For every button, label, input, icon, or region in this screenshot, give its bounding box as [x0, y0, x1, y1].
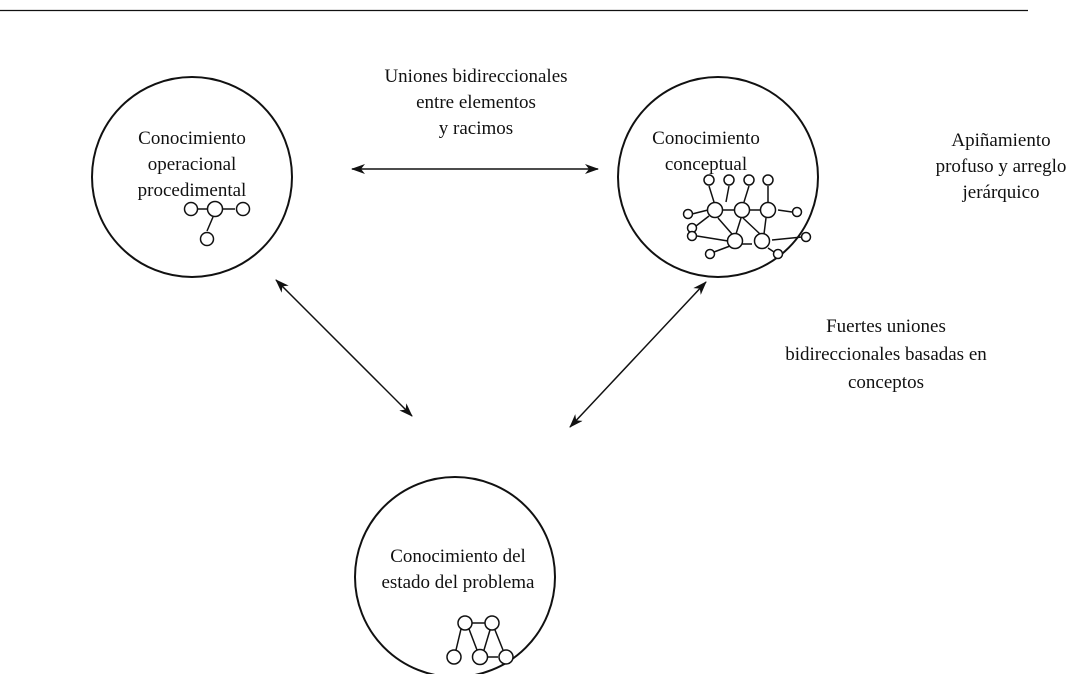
conceptual-network-icon: [682, 174, 812, 260]
circle-procedural: [91, 76, 293, 278]
conceptual-label: Conocimiento conceptual: [652, 128, 760, 175]
right-top-line-2: profuso y arreglo: [936, 156, 1067, 177]
conceptual-label-line-2: conceptual: [665, 154, 747, 175]
top-link-line-2: entre elementos: [416, 92, 536, 113]
conceptual-label-line-1: Conocimiento: [652, 128, 760, 149]
arrow-procedural-problem: [275, 279, 413, 417]
right-mid-line-3: conceptos: [848, 372, 924, 393]
procedural-label: Conocimiento operacional procedimental: [138, 128, 247, 201]
right-mid-line-2: bidireccionales basadas en: [785, 344, 987, 365]
problem-graph-icon: [446, 615, 514, 666]
right-mid-line-1: Fuertes uniones: [826, 316, 946, 337]
top-link-line-1: Uniones bidireccionales: [384, 66, 567, 87]
annotation-top-link: Uniones bidireccionales entre elementos …: [384, 66, 567, 139]
top-link-line-3: y racimos: [439, 118, 513, 139]
problem-label: Conocimiento del estado del problema: [381, 546, 535, 593]
right-top-line-3: jerárquico: [961, 182, 1039, 203]
procedural-label-line-1: Conocimiento: [138, 128, 246, 149]
arrow-conceptual-problem: [569, 281, 707, 428]
problem-label-line-1: Conocimiento del: [390, 546, 526, 567]
procedural-label-line-3: procedimental: [138, 180, 247, 201]
procedural-graph-icon: [183, 200, 251, 247]
annotation-right-top: Apiñamiento profuso y arreglo jerárquico: [936, 130, 1067, 203]
annotation-right-mid: Fuertes uniones bidireccionales basadas …: [785, 316, 987, 393]
problem-label-line-2: estado del problema: [381, 572, 535, 593]
procedural-label-line-2: operacional: [148, 154, 237, 175]
right-top-line-1: Apiñamiento: [951, 130, 1050, 151]
circle-problem: [354, 476, 556, 674]
circle-conceptual: [617, 76, 819, 278]
